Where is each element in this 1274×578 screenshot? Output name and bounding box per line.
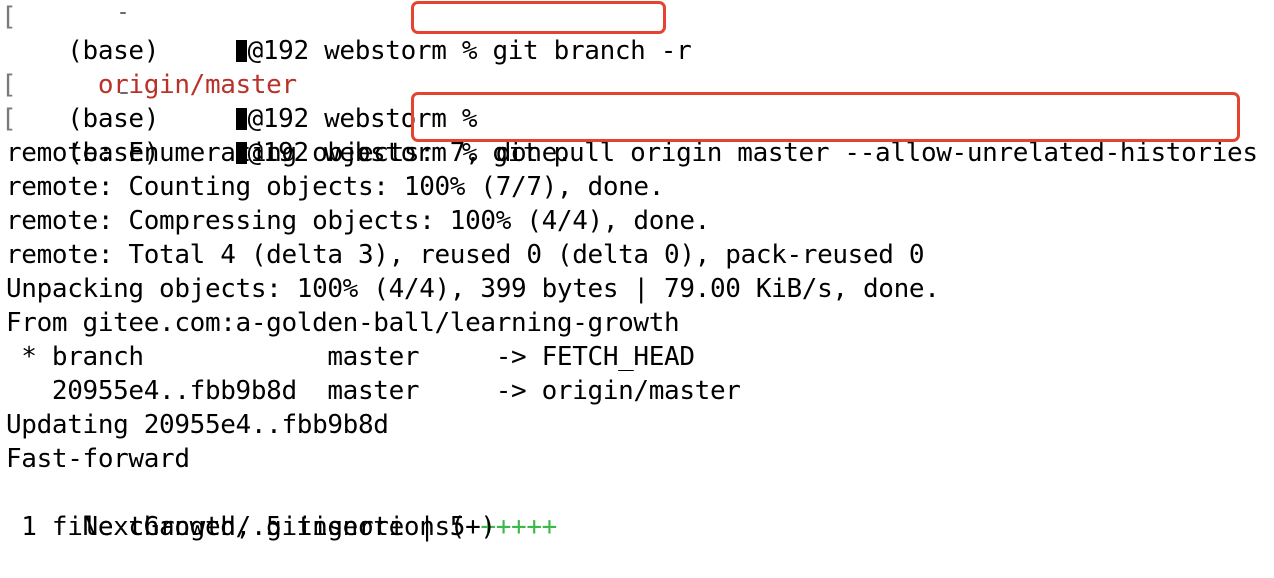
output-line: Unpacking objects: 100% (4/4), 399 bytes… xyxy=(6,274,940,304)
prompt-mark-icon: [ xyxy=(1,2,17,32)
prompt-mark-icon: [ xyxy=(1,70,17,100)
output-line: * branch master -> FETCH_HEAD xyxy=(6,342,695,372)
output-line: NextGrowth/.gitignore | 5 +++++ xyxy=(6,476,558,542)
diffstat-plus-marks: +++++ xyxy=(480,512,557,542)
remote-branch-name: origin/master xyxy=(97,70,297,100)
output-line: remote: Compressing objects: 100% (4/4),… xyxy=(6,206,710,236)
prompt-line: [ (base) @192 webstorm % xyxy=(1,68,477,134)
prompt-mark-icon: [ xyxy=(1,104,17,134)
prompt-host: @192 webstorm % xyxy=(247,138,478,168)
output-line: origin/master xyxy=(6,34,297,100)
terminal-window[interactable]: [ (base) @192 webstorm % git branch -r or… xyxy=(0,0,1274,548)
prompt-host: @192 webstorm % xyxy=(247,104,478,134)
prompt-env: (base) xyxy=(67,138,160,168)
prompt-line: [ (base) @192 webstorm % git branch -r xyxy=(1,0,692,66)
redaction-smudge xyxy=(120,92,128,94)
redacted-username-block xyxy=(235,108,247,130)
output-line: remote: Total 4 (delta 3), reused 0 (del… xyxy=(6,240,925,270)
diffstat-file: NextGrowth/.gitignore | 5 xyxy=(67,512,481,542)
redacted-username-block xyxy=(235,142,247,164)
output-line: 20955e4..fbb9b8d master -> origin/master xyxy=(6,376,741,406)
redaction-smudge xyxy=(120,12,126,14)
output-line: remote: Counting objects: 100% (7/7), do… xyxy=(6,172,665,202)
output-line: Fast-forward xyxy=(6,444,190,474)
output-line: Updating 20955e4..fbb9b8d xyxy=(6,410,389,440)
output-line: From gitee.com:a-golden-ball/learning-gr… xyxy=(6,308,680,338)
prompt-env: (base) xyxy=(67,36,160,66)
command-text: git branch -r xyxy=(492,36,692,66)
output-line: remote: Enumerating objects: 7, done. xyxy=(6,138,573,168)
command-text: git pull origin master --allow-unrelated… xyxy=(492,138,1258,168)
redacted-username-block xyxy=(235,40,247,62)
prompt-host: @192 webstorm % xyxy=(247,36,478,66)
prompt-line: [ (base) @192 webstorm % git pull origin … xyxy=(1,102,1258,168)
output-line: 1 file changed, 5 insertions(+) xyxy=(6,512,496,542)
prompt-env: (base) xyxy=(67,104,160,134)
